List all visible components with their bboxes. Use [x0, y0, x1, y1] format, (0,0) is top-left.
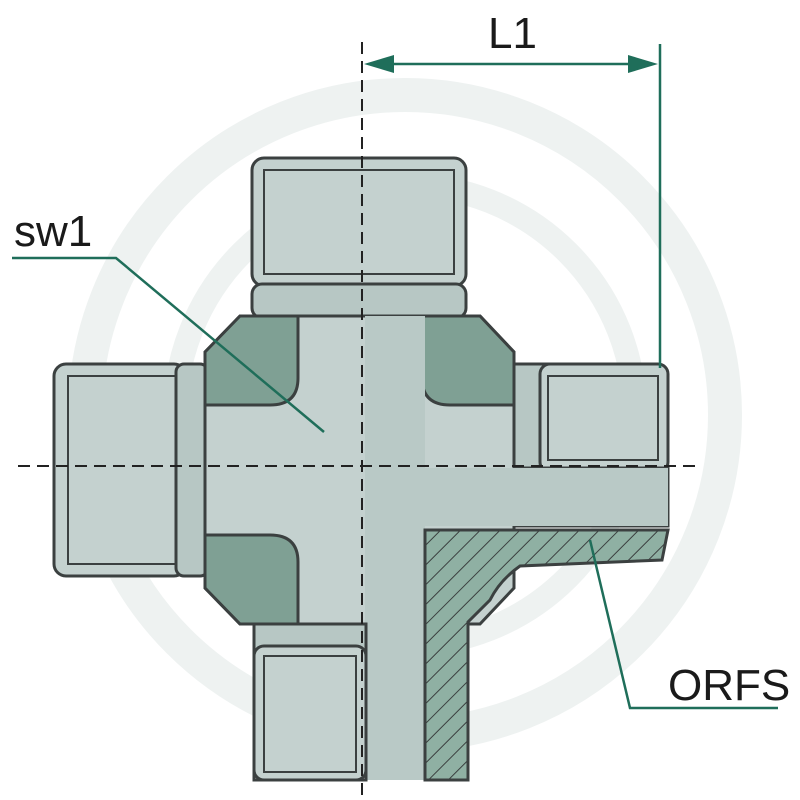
- dimension-l1: [364, 44, 662, 368]
- top-port: [250, 156, 468, 320]
- dimension-label-l1: L1: [488, 9, 537, 58]
- internal-bores: [365, 316, 668, 780]
- bottom-port-outline: [252, 622, 368, 782]
- cross-section-hatch: [423, 528, 670, 782]
- left-port: [52, 362, 210, 578]
- bottom-port: [252, 622, 368, 782]
- orfs-leader-line: [588, 539, 778, 710]
- thread-type-label: ORFS: [668, 661, 790, 710]
- wrench-size-label: sw1: [14, 207, 92, 256]
- center-lines: [18, 42, 700, 800]
- sw1-leader-line: [12, 256, 325, 433]
- wrench-flat-recesses: [203, 314, 516, 626]
